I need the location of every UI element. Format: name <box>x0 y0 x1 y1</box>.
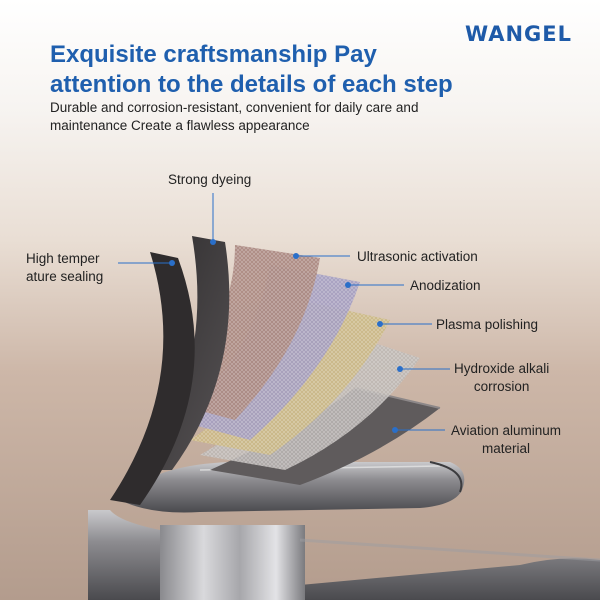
pointer-lines <box>118 193 450 431</box>
label-sealing-line-2: ature sealing <box>26 269 104 284</box>
brand-logo: WANGEL <box>464 22 572 46</box>
label-aluminum: Aviation aluminum material <box>451 422 561 458</box>
headline-line-2: attention to the details of each step <box>50 71 453 98</box>
label-hydroxide: Hydroxide alkali corrosion <box>454 360 549 396</box>
label-sealing-line-1: High temper <box>26 251 100 266</box>
label-aluminum-line-1: Aviation aluminum <box>451 423 562 438</box>
headline-line-1: Exquisite craftsmanship Pay <box>50 41 377 68</box>
label-strong-dyeing: Strong dyeing <box>168 172 252 187</box>
subtitle-line-2: maintenance Create a flawless appearance <box>50 118 310 133</box>
label-hydroxide-line-2: corrosion <box>473 379 530 394</box>
headline: Exquisite craftsmanship Pay attention to… <box>50 40 470 100</box>
label-ultrasonic: Ultrasonic activation <box>357 249 478 264</box>
label-anodization: Anodization <box>410 278 481 293</box>
label-hydroxide-line-1: Hydroxide alkali <box>454 361 550 376</box>
label-plasma: Plasma polishing <box>436 317 539 332</box>
faucet-base <box>88 461 600 600</box>
label-sealing: High temper ature sealing <box>26 250 103 286</box>
pointer-dots <box>169 239 403 433</box>
layer-strong-dyeing <box>140 236 230 470</box>
label-aluminum-line-2: material <box>482 441 531 456</box>
subtitle-line-1: Durable and corrosion-resistant, conveni… <box>50 100 419 115</box>
subtitle: Durable and corrosion-resistant, conveni… <box>50 99 510 135</box>
layer-sealing <box>110 252 195 505</box>
